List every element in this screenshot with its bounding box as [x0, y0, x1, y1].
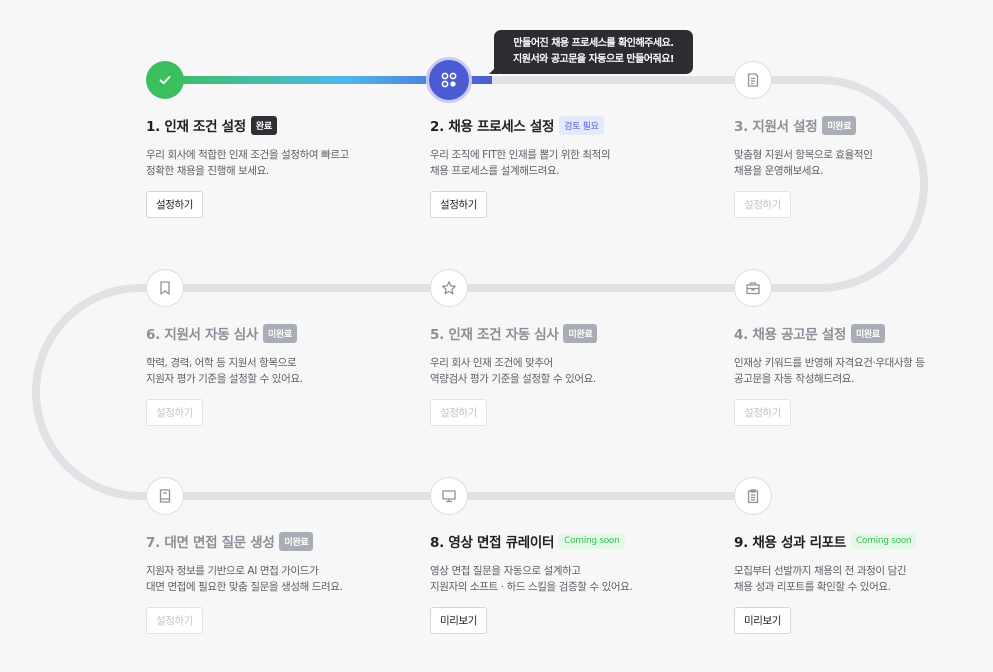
step-9-card: 9. 채용 성과 리포트 Coming soon 모집부터 선발까지 채용의 전…: [734, 531, 993, 634]
step-title: 9. 채용 성과 리포트: [734, 535, 846, 551]
step-description: 지원자 정보를 기반으로 AI 면접 가이드가 대면 면접에 필요한 맞춤 질문…: [146, 565, 343, 593]
status-badge: 미완료: [262, 323, 297, 343]
bookmark-icon: [160, 281, 170, 295]
step-2-node: [426, 57, 472, 103]
status-badge: Coming soon: [559, 533, 625, 549]
step-description: 우리 회사에 적합한 인재 조건을 설정하여 빠르고 정확한 채용을 진행해 보…: [146, 149, 349, 177]
status-badge: 완료: [250, 115, 277, 135]
step-description: 맞춤형 지원서 항목으로 효율적인 채용을 운영해보세요.: [734, 149, 873, 177]
step-description: 모집부터 선발까지 채용의 전 과정이 담긴 채용 성과 리포트를 확인할 수 …: [734, 565, 907, 593]
status-badge: 검토 필요: [559, 115, 604, 135]
tooltip-line-2: 지원서와 공고문을 자동으로 만들어줘요!: [513, 54, 674, 65]
step-4-card: 4. 채용 공고문 설정 미완료 인재상 키워드를 반영해 자격요건·우대사항 …: [734, 323, 993, 426]
process-icon: [441, 72, 457, 88]
step-7-card: 7. 대면 면접 질문 생성 미완료 지원자 정보를 기반으로 AI 면접 가이…: [146, 531, 416, 634]
clipboard-icon: [747, 489, 759, 504]
star-icon: [442, 281, 456, 295]
setup-button[interactable]: 설정하기: [146, 399, 204, 426]
step-5-node: [430, 269, 468, 307]
step-description: 학력, 경력, 어학 등 지원서 항목으로 지원자 평가 기준을 설정할 수 있…: [146, 357, 303, 385]
book-icon: [159, 489, 171, 503]
status-badge: 미완료: [279, 531, 314, 551]
briefcase-icon: [746, 282, 760, 295]
step-title: 3. 지원서 설정: [734, 119, 818, 135]
status-badge: 미완료: [850, 323, 885, 343]
setup-button[interactable]: 설정하기: [146, 191, 204, 218]
step-1-node: [146, 61, 184, 99]
step-9-node: [734, 477, 772, 515]
setup-button[interactable]: 설정하기: [734, 399, 792, 426]
step-8-node: [430, 477, 468, 515]
step-6-node: [146, 269, 184, 307]
step-8-card: 8. 영상 면접 큐레이터 Coming soon 영상 면접 질문을 자동으로…: [430, 531, 700, 634]
step-3-card: 3. 지원서 설정 미완료 맞춤형 지원서 항목으로 효율적인 채용을 운영해보…: [734, 115, 993, 218]
setup-button[interactable]: 설정하기: [146, 607, 204, 634]
setup-button[interactable]: 설정하기: [734, 191, 792, 218]
status-badge: 미완료: [563, 323, 598, 343]
step-title: 7. 대면 면접 질문 생성: [146, 535, 275, 551]
guide-tooltip: 만들어진 채용 프로세스를 확인해주세요. 지원서와 공고문을 자동으로 만들어…: [494, 30, 693, 74]
step-5-card: 5. 인재 조건 자동 심사 미완료 우리 회사 인재 조건에 맞추어 역량검사…: [430, 323, 700, 426]
preview-button[interactable]: 미리보기: [734, 607, 792, 634]
tooltip-line-1: 만들어진 채용 프로세스를 확인해주세요.: [513, 38, 674, 49]
step-title: 5. 인재 조건 자동 심사: [430, 327, 559, 343]
step-title: 4. 채용 공고문 설정: [734, 327, 846, 343]
step-2-card: 2. 채용 프로세스 설정 검토 필요 우리 조직에 FIT한 인재를 뽑기 위…: [430, 115, 700, 218]
step-7-node: [146, 477, 184, 515]
step-6-card: 6. 지원서 자동 심사 미완료 학력, 경력, 어학 등 지원서 항목으로 지…: [146, 323, 416, 426]
track-line: [32, 76, 928, 500]
preview-button[interactable]: 미리보기: [430, 607, 488, 634]
document-icon: [747, 73, 759, 87]
setup-button[interactable]: 설정하기: [430, 191, 488, 218]
check-icon: [159, 76, 171, 85]
step-description: 우리 조직에 FIT한 인재를 뽑기 위한 최적의 채용 프로세스를 설계해드려…: [430, 149, 611, 177]
step-title: 8. 영상 면접 큐레이터: [430, 535, 555, 551]
step-3-node: [734, 61, 772, 99]
step-4-node: [734, 269, 772, 307]
step-description: 영상 면접 질문을 자동으로 설계하고 지원자의 소프트 · 하드 스킬을 검증…: [430, 565, 633, 593]
status-badge: 미완료: [822, 115, 857, 135]
step-description: 우리 회사 인재 조건에 맞추어 역량검사 평가 기준을 설정할 수 있어요.: [430, 357, 596, 385]
monitor-icon: [442, 490, 456, 503]
setup-button[interactable]: 설정하기: [430, 399, 488, 426]
step-description: 인재상 키워드를 반영해 자격요건·우대사항 등 공고문을 자동 작성해드려요.: [734, 357, 925, 385]
step-title: 6. 지원서 자동 심사: [146, 327, 258, 343]
step-1-card: 1. 인재 조건 설정 완료 우리 회사에 적합한 인재 조건을 설정하여 빠르…: [146, 115, 416, 218]
step-title: 2. 채용 프로세스 설정: [430, 119, 555, 135]
status-badge: Coming soon: [850, 533, 917, 549]
step-title: 1. 인재 조건 설정: [146, 119, 246, 135]
